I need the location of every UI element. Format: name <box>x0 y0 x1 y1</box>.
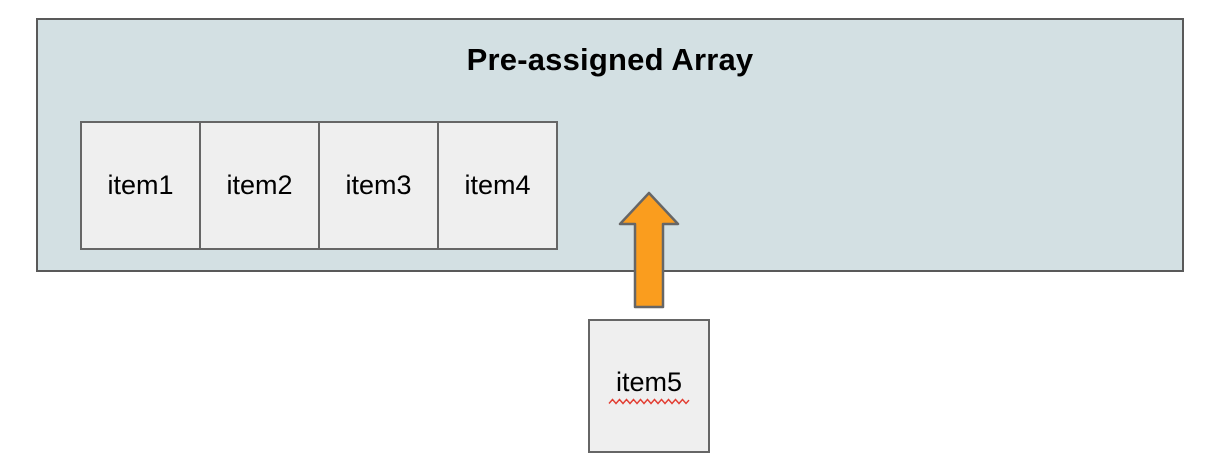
array-cell-item4: item4 <box>437 121 558 250</box>
array-cell-label: item1 <box>107 170 174 200</box>
array-cell-label: item2 <box>226 170 293 200</box>
up-arrow-icon <box>618 191 680 309</box>
array-cell-item2: item2 <box>199 121 320 250</box>
spellcheck-squiggle-underline <box>608 398 690 405</box>
array-cell-label: item4 <box>464 170 531 200</box>
array-cell-label: item3 <box>345 170 412 200</box>
array-cells-row: item1 item2 item3 item4 <box>80 121 558 250</box>
array-cell-item1: item1 <box>80 121 201 250</box>
new-item-box: item5 <box>588 319 710 453</box>
new-item-label: item5 <box>615 367 683 397</box>
new-item-label-wrap: item5 <box>608 367 690 405</box>
array-title: Pre-assigned Array <box>466 42 754 77</box>
array-cell-item3: item3 <box>318 121 439 250</box>
